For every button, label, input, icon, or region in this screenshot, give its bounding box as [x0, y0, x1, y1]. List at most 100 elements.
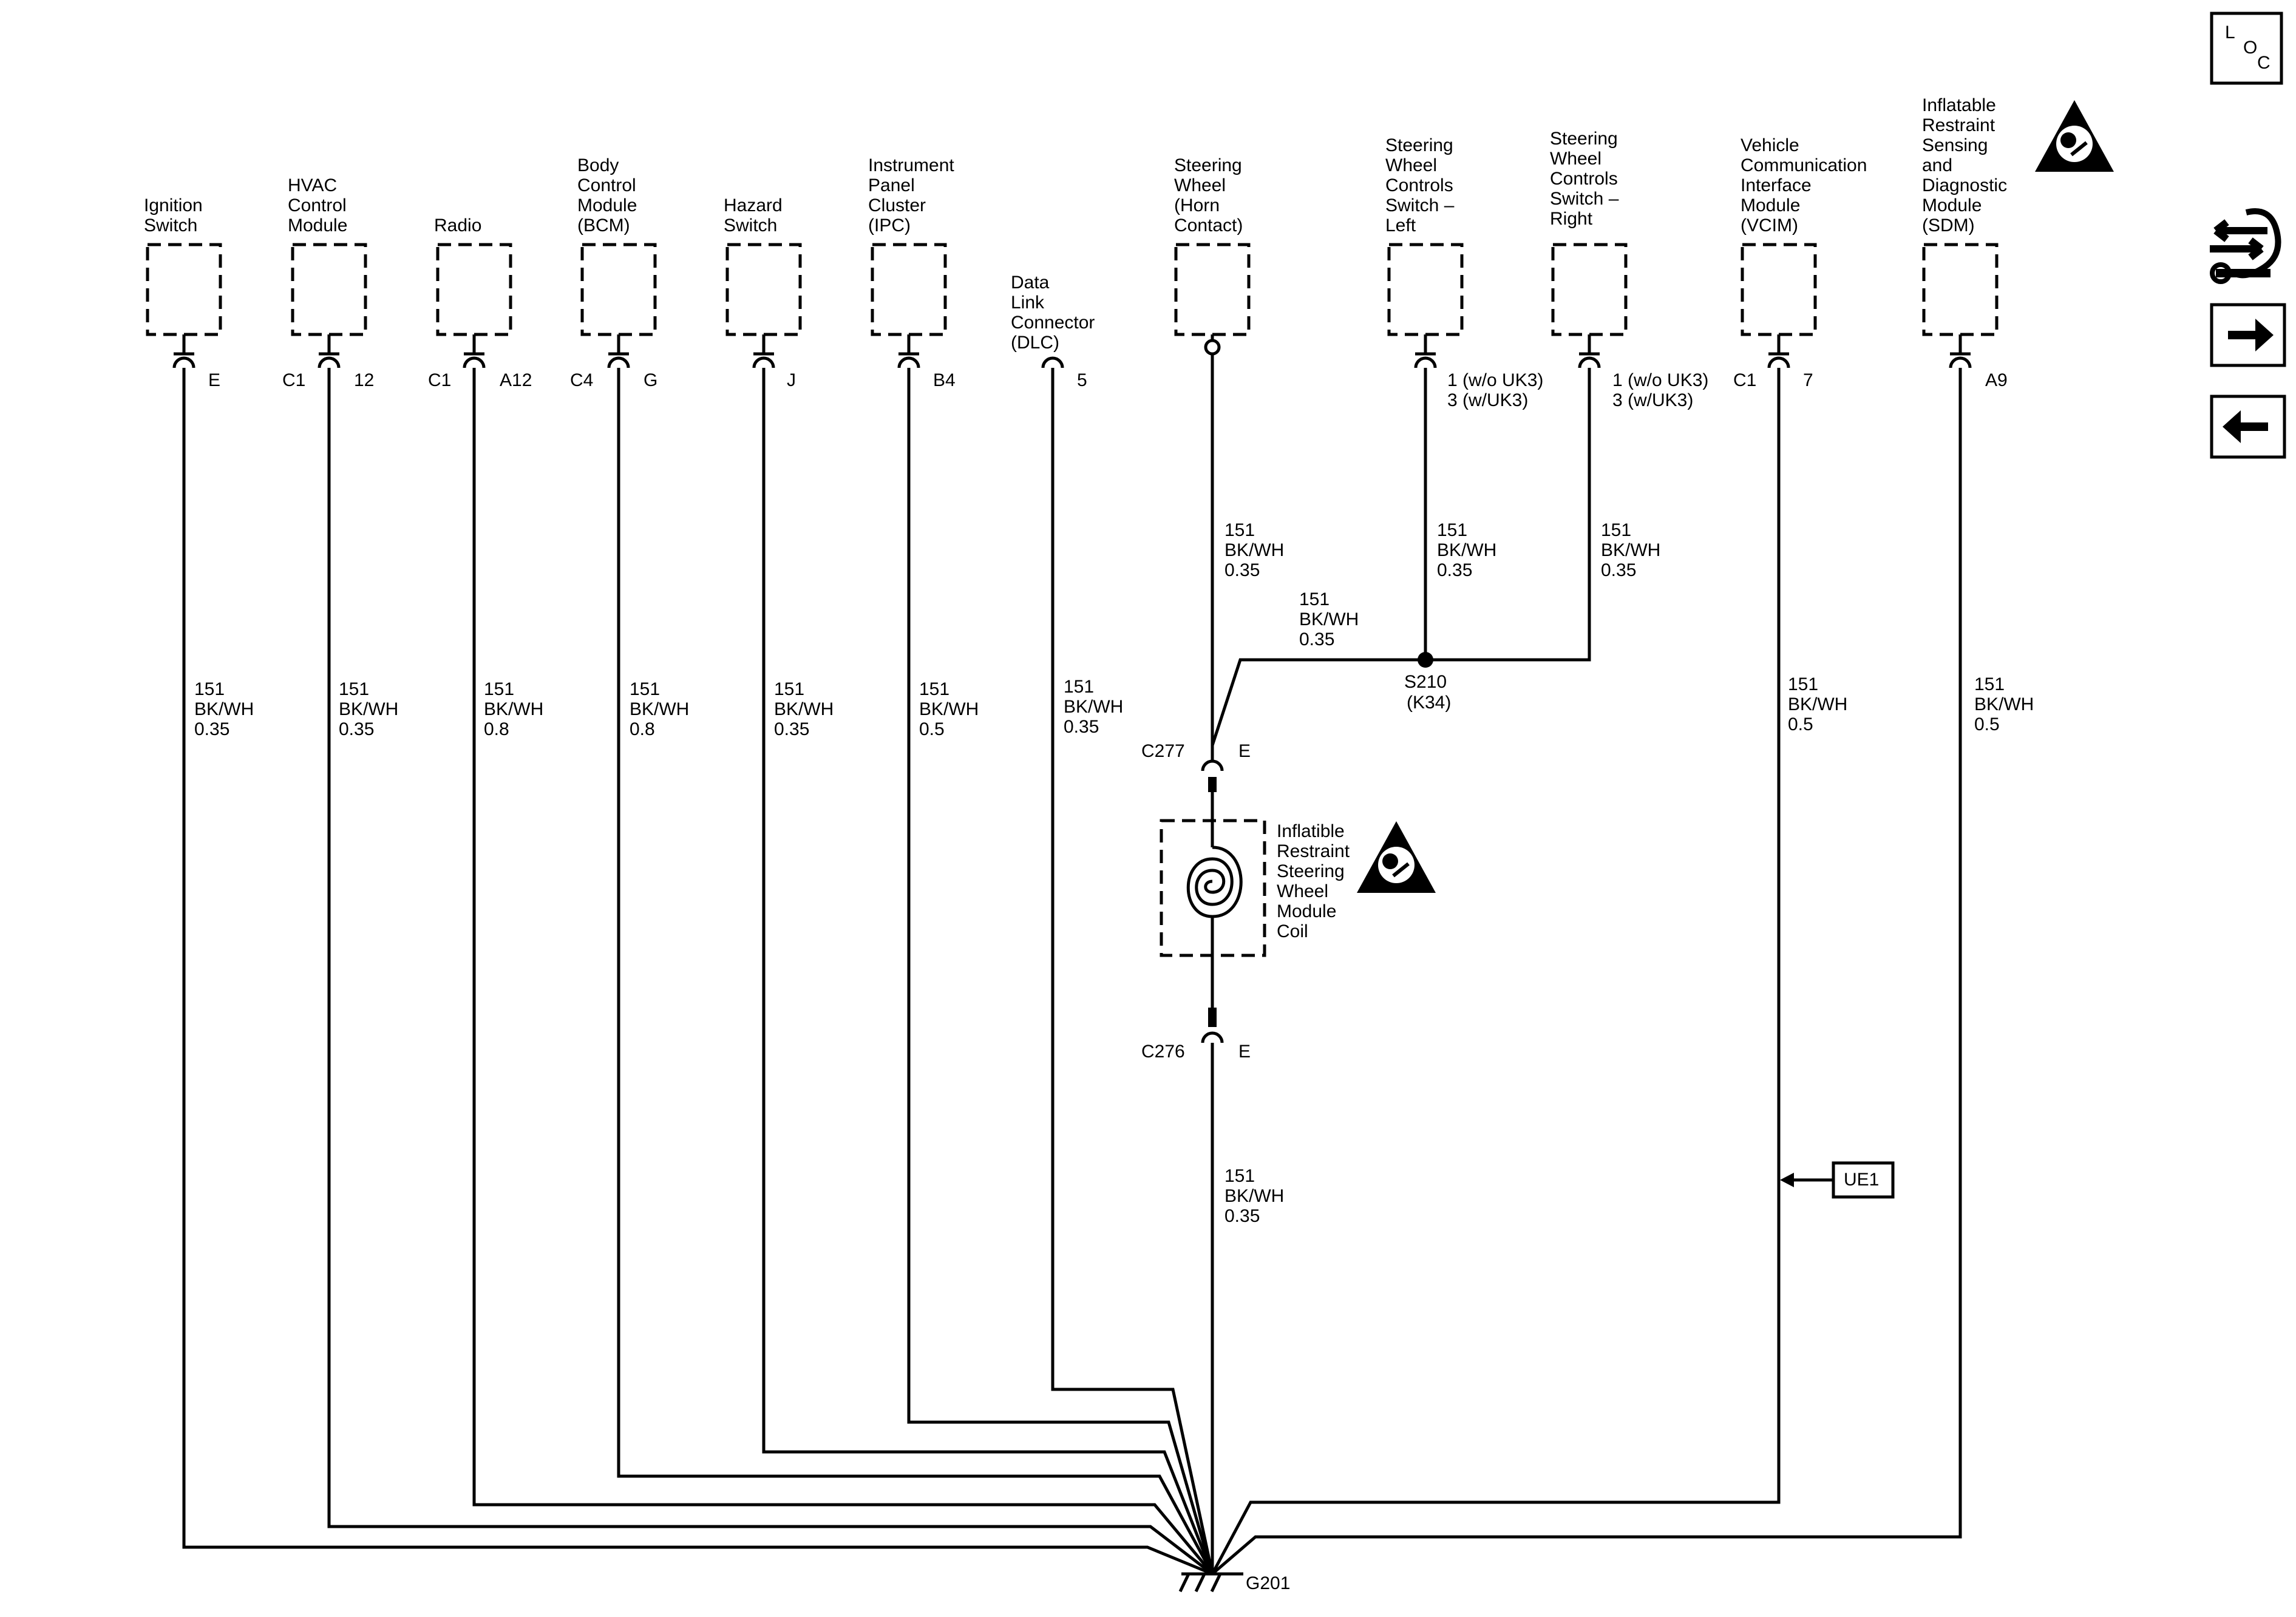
horn-contact-terminal [1204, 334, 1221, 356]
sdm-name-line: Module [1922, 195, 1982, 215]
ignition-switch-box[interactable] [146, 243, 222, 336]
ipc-box[interactable] [871, 243, 947, 336]
bcm-box[interactable] [580, 243, 657, 336]
sdm-name-line: and [1922, 155, 1952, 175]
bcm-name-line: Control [577, 175, 636, 195]
ignition-name-line: Ignition [144, 195, 203, 215]
vcim-pin: 7 [1803, 370, 1813, 390]
hazard-connector-symbol [752, 334, 775, 368]
radio-box[interactable] [436, 243, 512, 336]
splice-wire-label: BK/WH [1299, 609, 1359, 629]
swc-right-name-line: Wheel [1550, 149, 1601, 169]
swc-right-name-line: Steering [1550, 129, 1618, 149]
swc-left-pin-option: 1 (w/o UK3) [1447, 370, 1543, 390]
wire-radio[interactable] [472, 368, 1214, 1575]
next-arrow-icon [2228, 319, 2274, 351]
wire-vcim[interactable] [1211, 368, 1781, 1575]
horn-name-line: Steering [1174, 155, 1242, 175]
bcm-name-line: Body [577, 155, 619, 175]
sdm-wire-label: BK/WH [1974, 694, 2034, 714]
sdm-name-line: Restraint [1922, 115, 1995, 135]
splice-id: S210 [1404, 672, 1447, 692]
swc-left-pin-option: 3 (w/UK3) [1447, 390, 1528, 410]
swc-left-name-line: Steering [1385, 135, 1453, 155]
sdm-labels: InflatableRestraintSensingandDiagnosticM… [1922, 95, 2034, 734]
coil-name-line: Wheel [1277, 881, 1328, 901]
swc-left-name-line: Switch – [1385, 195, 1455, 215]
swc-left-wire-label: BK/WH [1437, 540, 1496, 560]
vcim-name-line: Module [1741, 195, 1800, 215]
bcm-wire-label: 0.8 [630, 719, 655, 739]
hvac-wire-label: 0.35 [339, 719, 374, 739]
ignition-connector-symbol [172, 334, 195, 368]
vcim-connector-id: C1 [1733, 370, 1756, 390]
bcm-pin: G [644, 370, 657, 390]
horn-wire-label: 151 [1224, 520, 1255, 540]
sdm-box[interactable] [1922, 243, 1999, 336]
dlc-wire-label: 0.35 [1064, 717, 1099, 737]
sdm-name-line: Diagnostic [1922, 175, 2007, 195]
coil-airbag-warning-icon [1357, 821, 1436, 893]
sdm-name-line: Sensing [1922, 135, 1988, 155]
bcm-connector-symbol [607, 334, 630, 368]
lower-wire-label: BK/WH [1224, 1186, 1284, 1206]
wire-sdm[interactable] [1211, 368, 1962, 1575]
ignition-wire-label: BK/WH [194, 699, 254, 719]
next-arrow-button[interactable] [2210, 303, 2286, 367]
location-button[interactable]: L O C [2210, 12, 2283, 85]
horn-wire-label: BK/WH [1224, 540, 1284, 560]
loc-letter-l: L [2225, 22, 2235, 42]
component-view-icon[interactable] [2210, 208, 2281, 284]
ue1-reference-label[interactable]: UE1 [1844, 1170, 1879, 1190]
wire-splice-branch[interactable] [1211, 368, 1591, 746]
ue1-reference-arrow[interactable] [1780, 1161, 1895, 1199]
horn-contact-box[interactable] [1174, 243, 1251, 336]
previous-arrow-button[interactable] [2210, 395, 2286, 459]
swc-right-pin-option: 1 (w/o UK3) [1612, 370, 1708, 390]
swc-left-name-line: Controls [1385, 175, 1453, 195]
ignition-wire-label: 151 [194, 679, 225, 699]
hazard-switch-box[interactable] [725, 243, 802, 336]
dlc-name-line: Connector [1011, 313, 1095, 333]
ipc-name-line: Instrument [868, 155, 954, 175]
hazard-name-line: Switch [724, 215, 777, 236]
ground-g201-icon[interactable] [1178, 1572, 1243, 1593]
wire-bcm[interactable] [617, 368, 1214, 1575]
wire-ipc[interactable] [907, 368, 1214, 1575]
hvac-module-box[interactable] [291, 243, 367, 336]
sdm-name-line: Inflatable [1922, 95, 1996, 115]
sdm-wire-label: 0.5 [1974, 714, 2000, 734]
wire-ignition[interactable] [182, 368, 1213, 1576]
ipc-wire-label: 0.5 [919, 719, 945, 739]
sdm-pin: A9 [1985, 370, 2008, 390]
swc-left-wire-label: 151 [1437, 520, 1467, 540]
dlc-pin: 5 [1077, 370, 1087, 390]
vcim-name-line: Communication [1741, 155, 1867, 175]
wire-hvac[interactable] [327, 368, 1214, 1575]
swc-right-name-line: Controls [1550, 169, 1618, 189]
wire-dlc[interactable] [1051, 368, 1214, 1575]
swc-right-box[interactable] [1551, 243, 1628, 336]
splice-s210-dot[interactable] [1418, 652, 1433, 668]
swc-left-box[interactable] [1387, 243, 1464, 336]
wire-hazard[interactable] [762, 368, 1214, 1575]
swc-left-connector-symbol [1414, 334, 1437, 368]
coil-name-line: Steering [1277, 861, 1345, 881]
hvac-name-line: HVAC [288, 175, 337, 195]
swc-left-name-line: Left [1385, 215, 1416, 236]
ipc-connector-symbol [897, 334, 920, 368]
lower-wire-label: 0.35 [1224, 1206, 1260, 1226]
c276-connector-id: C276 [1141, 1042, 1185, 1062]
junction-labels: S210 (K34) C277 E C276 E G201 UE1 [1141, 672, 1879, 1593]
airbag-warning-icon [2035, 100, 2114, 172]
previous-arrow-icon [2223, 410, 2268, 443]
vcim-box[interactable] [1741, 243, 1817, 336]
vcim-connector-symbol [1767, 334, 1790, 368]
swc-left-name-line: Wheel [1385, 155, 1437, 175]
coil-name-line: Coil [1277, 921, 1308, 941]
